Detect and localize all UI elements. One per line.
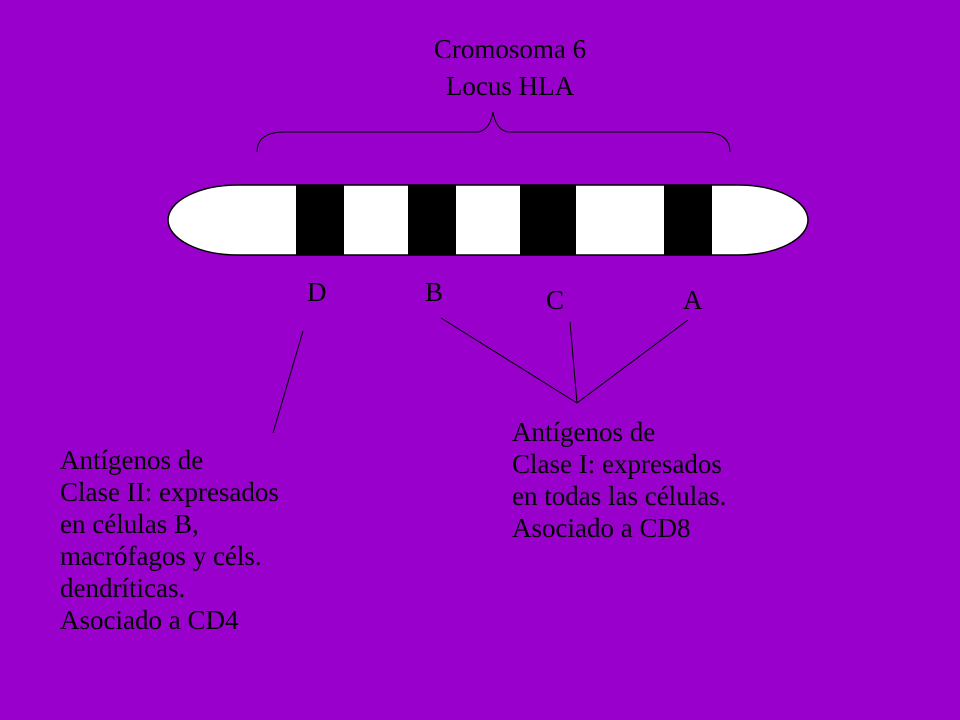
class-ii-line: Clase II: expresados <box>60 477 279 507</box>
chromosome-band-d <box>296 185 344 255</box>
class-i-line: en todas las células. <box>512 481 727 511</box>
locus-label-c: C <box>546 285 565 315</box>
locus-label-d: D <box>307 277 327 307</box>
class-i-line: Asociado a CD8 <box>512 513 691 543</box>
locus-label-a: A <box>683 285 703 315</box>
chromosome-band-a <box>664 185 712 255</box>
class-ii-description: Antígenos de Clase II: expresados en cél… <box>60 444 279 636</box>
class-ii-line: Antígenos de <box>60 445 204 475</box>
connector-d-class-ii <box>272 330 304 434</box>
connector-c-class-i <box>569 321 578 404</box>
diagram-title-line1: Cromosoma 6 <box>433 34 587 64</box>
class-ii-line: Asociado a CD4 <box>60 605 239 635</box>
locus-label-b: B <box>425 277 444 307</box>
chromosome-band-c <box>520 185 576 255</box>
class-ii-line: en células B, <box>60 509 199 539</box>
class-i-description: Antígenos de Clase I: expresados en toda… <box>512 416 726 544</box>
class-ii-line: macrófagos y céls. <box>60 541 262 571</box>
chromosome-band-b <box>408 185 456 255</box>
class-i-line: Antígenos de <box>512 417 656 447</box>
locus-brace <box>256 111 731 153</box>
diagram-title-line2: Locus HLA <box>445 71 575 101</box>
connector-a-class-i <box>576 319 689 404</box>
connector-b-class-i <box>440 317 578 404</box>
class-i-line: Clase I: expresados <box>512 449 722 479</box>
class-ii-line: dendríticas. <box>60 573 186 603</box>
